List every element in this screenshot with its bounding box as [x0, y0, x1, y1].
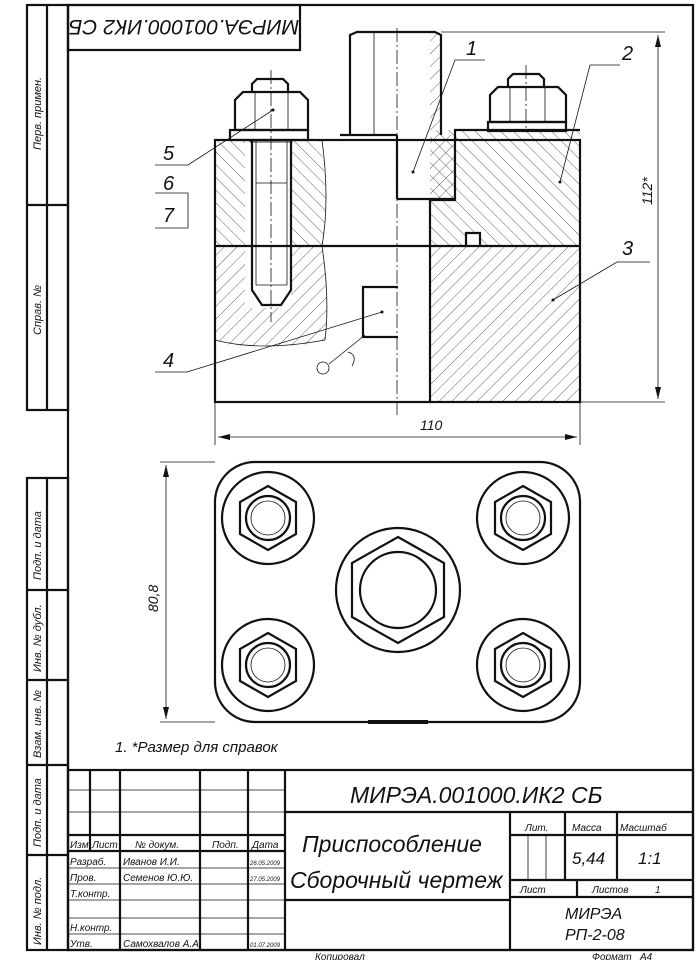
top-view: 80,8 [145, 460, 582, 724]
callout-6: 6 [163, 173, 175, 195]
callout-4: 4 [163, 350, 174, 372]
dimension-height: 112* [639, 177, 655, 205]
bolt-head [220, 470, 316, 566]
row-date: 01.07.2009 [250, 943, 281, 949]
row-name: Семенов Ю.Ю. [123, 873, 193, 884]
row-role: Утв. [69, 939, 93, 950]
bolt-head [220, 617, 316, 713]
side-label-vzam-inv: Взам. инв. № [32, 690, 44, 758]
mass-value: 5,44 [572, 849, 605, 868]
side-label-sprav-no: Справ. № [32, 285, 44, 335]
title-line-1: Приспособление [302, 831, 482, 857]
callout-2: 2 [621, 43, 633, 65]
sheet-label: Лист [519, 885, 546, 896]
org-line-1: МИРЭА [565, 906, 622, 923]
title-line-2: Сборочный чертеж [290, 867, 504, 893]
callout-1: 1 [466, 38, 477, 60]
row-role: Пров. [70, 873, 96, 884]
side-label-perv-primen: Перв. примен. [32, 77, 44, 150]
bolt-head [475, 617, 571, 713]
sheets-label: Листов [591, 885, 628, 896]
header-doc-no: № докум. [135, 840, 179, 851]
row-role: Разраб. [70, 856, 106, 868]
scale-value: 1:1 [638, 849, 662, 868]
note-reference-dimension: 1. *Размер для справок [115, 739, 279, 756]
footer-format: А4 [639, 952, 653, 960]
side-label-podp-data-2: Подп. и дата [32, 778, 44, 847]
row-date: 26.05.2009 [249, 861, 281, 867]
title-block: Изм. Лист № докум. Подп. Дата Разраб. Ив… [66, 768, 695, 952]
row-date: 27.05.2009 [249, 877, 281, 883]
header-list: Лист [91, 840, 118, 851]
header-izm: Изм. [70, 840, 91, 851]
side-label-podp-data: Подп. и дата [32, 511, 44, 580]
row-role: Т.контр. [70, 889, 110, 900]
footer-copied: Копировал [315, 952, 365, 960]
header-podp: Подп. [212, 840, 239, 851]
mass-label: Масса [572, 823, 602, 834]
callout-leaders [155, 59, 650, 373]
footer-format-label: Формат [592, 952, 632, 960]
top-stamp-text: МИРЭА.001000.ИК2 СБ [69, 15, 300, 38]
bolt-head [475, 470, 571, 566]
callout-5: 5 [163, 143, 175, 165]
side-label-inv-dubl: Инв. № дубл. [32, 604, 44, 672]
header-date: Дата [251, 840, 279, 851]
row-name: Иванов И.И. [123, 857, 180, 868]
dimension-width: 110 [420, 417, 443, 433]
lit-label: Лит. [524, 823, 548, 834]
front-view: 1 2 3 4 5 6 7 110 112* [155, 28, 665, 445]
top-stamp: МИРЭА.001000.ИК2 СБ [66, 3, 302, 52]
org-line-2: РП-2-08 [565, 927, 625, 944]
scale-label: Масштаб [620, 822, 667, 834]
center-nut [334, 526, 462, 654]
side-labels: Перв. примен. Справ. № Подп. и дата Инв.… [32, 77, 44, 945]
dimension-plate: 80,8 [145, 585, 161, 612]
row-name: Самохвалов А.А. [123, 939, 202, 950]
callout-3: 3 [622, 238, 633, 260]
side-label-inv-podl: Инв. № подл. [32, 877, 44, 945]
drawing-frame [25, 3, 695, 952]
sheets-count: 1 [655, 885, 661, 896]
designation: МИРЭА.001000.ИК2 СБ [350, 782, 603, 808]
row-role: Н.контр. [70, 923, 112, 934]
callout-7: 7 [163, 205, 175, 227]
